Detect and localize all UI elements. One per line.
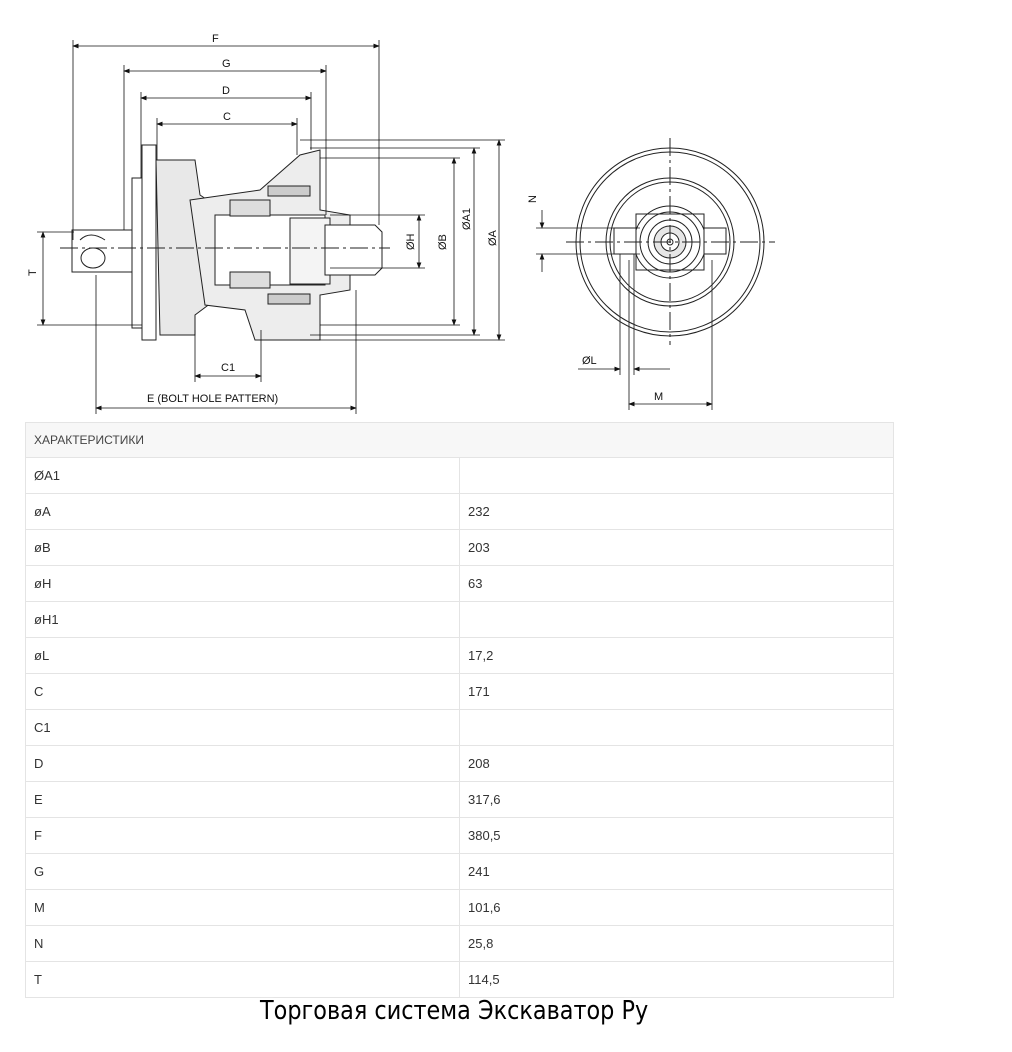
dim-f-label: F	[212, 33, 219, 45]
spec-value: 380,5	[459, 817, 894, 854]
table-row: ØA1	[25, 457, 894, 494]
spec-key: øL	[25, 637, 460, 674]
spec-key: N	[25, 925, 460, 962]
spec-value: 232	[459, 493, 894, 530]
dim-l-label: ØL	[582, 355, 597, 367]
dim-g-label: G	[222, 58, 231, 70]
table-row: C1	[25, 709, 894, 746]
spec-value: 203	[459, 529, 894, 566]
technical-drawing: F G D C C1 E (BOLT HOLE PATTERN) T ØH ØB…	[0, 0, 1012, 420]
spec-key: C	[25, 673, 460, 710]
footer-text: Торговая система Экскаватор Ру	[260, 996, 649, 1026]
front-view	[566, 138, 775, 345]
spec-key: G	[25, 853, 460, 890]
spec-value: 171	[459, 673, 894, 710]
specs-header-row: ХАРАКТЕРИСТИКИ	[25, 422, 894, 458]
dim-c-label: C	[223, 111, 231, 123]
dimension-labels: F G D C C1 E (BOLT HOLE PATTERN) T ØH ØB…	[27, 33, 663, 405]
spec-key: øH1	[25, 601, 460, 638]
spec-value: 25,8	[459, 925, 894, 962]
spec-value: 241	[459, 853, 894, 890]
dim-e-label: E (BOLT HOLE PATTERN)	[147, 393, 278, 405]
spec-key: C1	[25, 709, 460, 746]
dim-m-label: M	[654, 391, 663, 403]
dim-b-label: ØB	[437, 234, 449, 250]
spec-key: D	[25, 745, 460, 782]
specs-header: ХАРАКТЕРИСТИКИ	[25, 422, 894, 458]
spec-key: ØA1	[25, 457, 460, 494]
spec-key: M	[25, 889, 460, 926]
table-row: øH1	[25, 601, 894, 638]
spec-key: F	[25, 817, 460, 854]
spec-value	[459, 601, 894, 638]
spec-key: øA	[25, 493, 460, 530]
side-view	[60, 144, 390, 341]
spec-value: 317,6	[459, 781, 894, 818]
roller-drawing-svg: F G D C C1 E (BOLT HOLE PATTERN) T ØH ØB…	[27, 33, 775, 414]
spec-value: 208	[459, 745, 894, 782]
dim-c1-label: C1	[221, 362, 235, 374]
spec-value: 17,2	[459, 637, 894, 674]
dimension-lines	[37, 40, 713, 414]
dim-a-label: ØA	[487, 229, 499, 246]
dim-d-label: D	[222, 85, 230, 97]
spec-key: øB	[25, 529, 460, 566]
spec-key: T	[25, 961, 460, 998]
spec-value: 63	[459, 565, 894, 602]
spec-value: 114,5	[459, 961, 894, 998]
dim-a1-label: ØA1	[461, 208, 473, 230]
spec-value	[459, 709, 894, 746]
dim-n-label: N	[527, 195, 539, 203]
dim-h-label: ØH	[405, 233, 417, 250]
spec-key: E	[25, 781, 460, 818]
spec-key: øH	[25, 565, 460, 602]
spec-value	[459, 457, 894, 494]
dim-t-label: T	[27, 269, 39, 276]
spec-value: 101,6	[459, 889, 894, 926]
